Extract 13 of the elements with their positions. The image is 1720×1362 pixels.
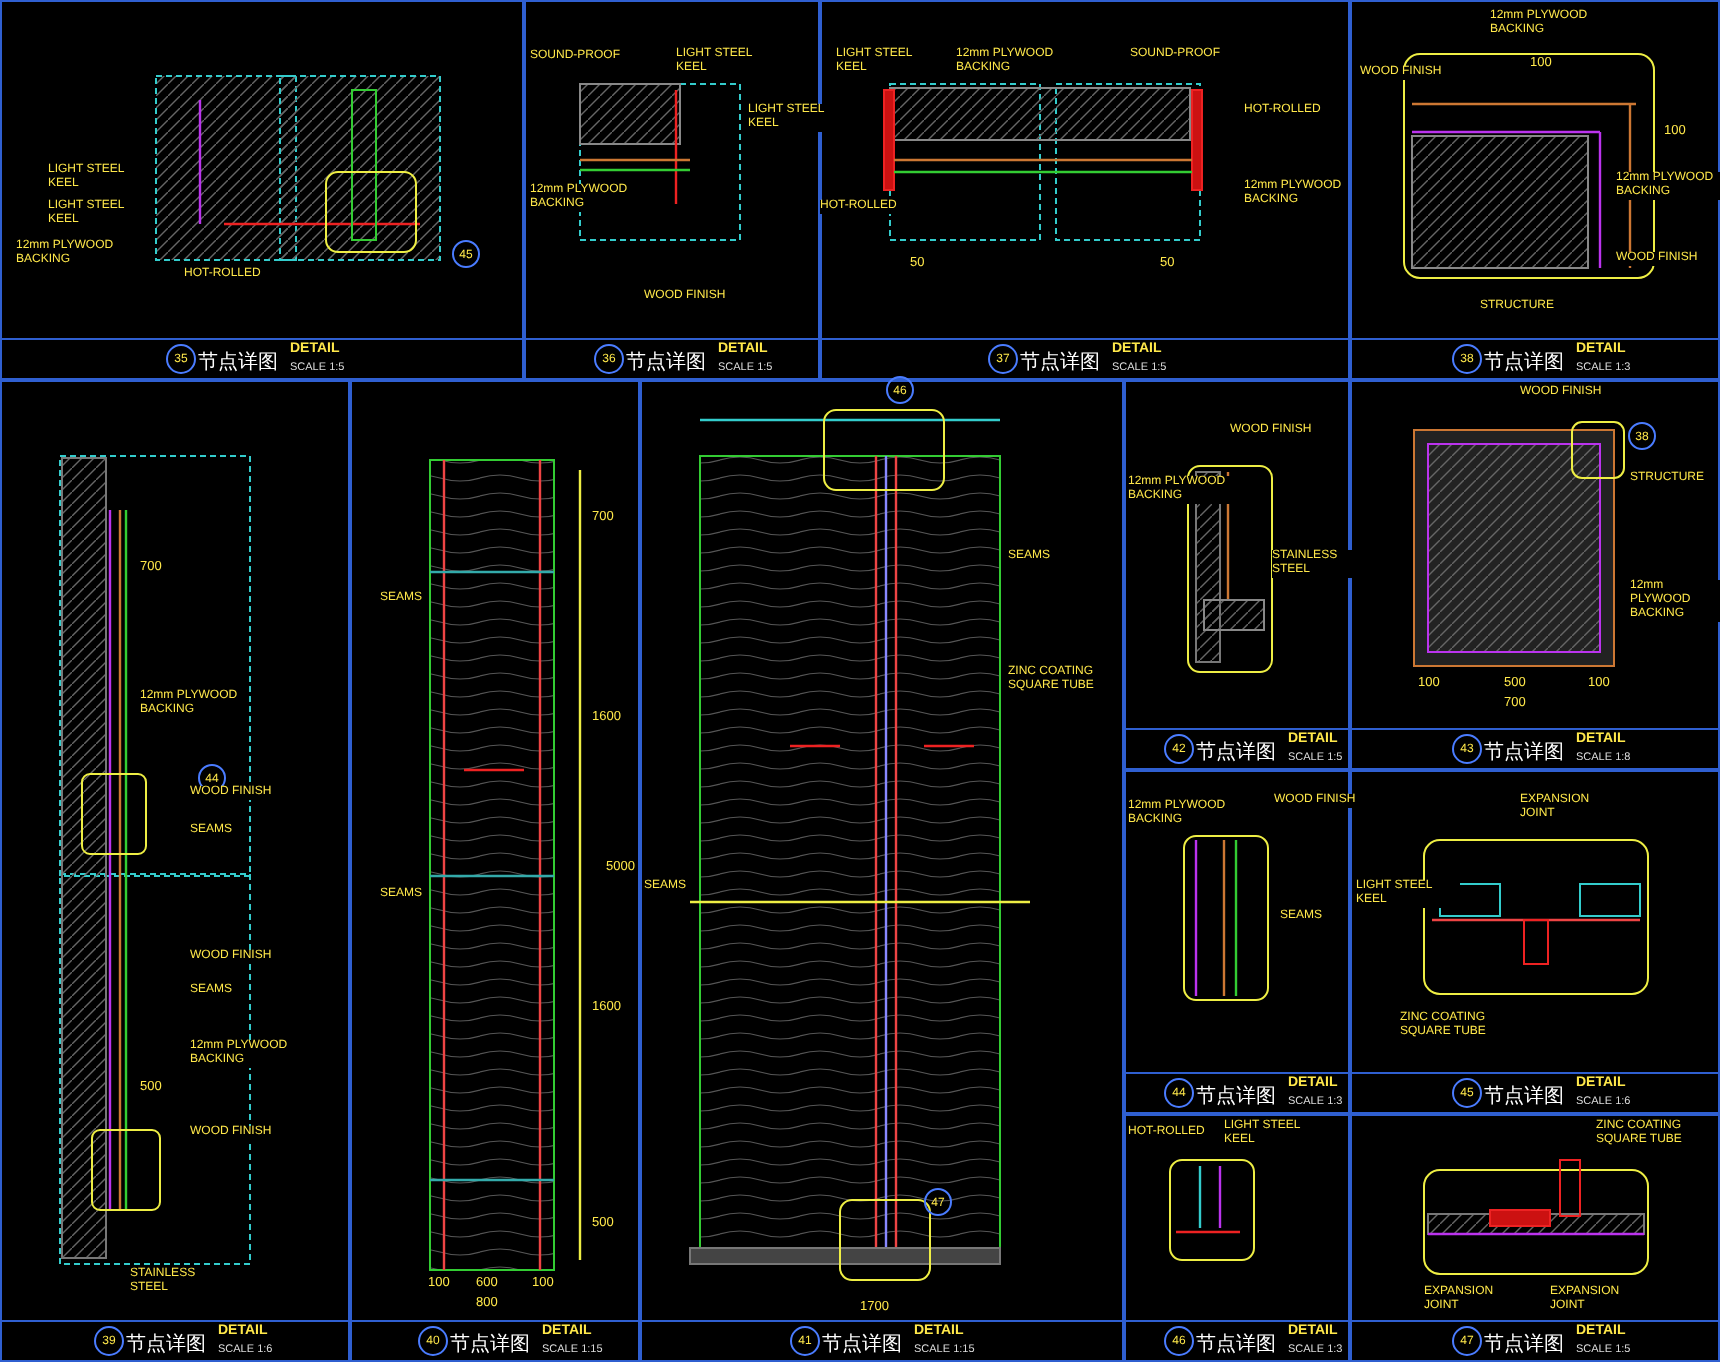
detail-title-chinese: 节点详图 [1484, 349, 1564, 376]
detail-title-chinese: 节点详图 [626, 349, 706, 376]
detail-title-chinese: 节点详图 [1020, 349, 1100, 376]
detail-title-chinese: 节点详图 [450, 1331, 530, 1358]
detail-title-chinese: 节点详图 [1484, 1083, 1564, 1110]
detail-title-chinese: 节点详图 [198, 349, 278, 376]
detail-title-chinese: 节点详图 [1196, 1083, 1276, 1110]
detail-title-chinese: 节点详图 [1484, 1331, 1564, 1358]
detail-title-chinese: 节点详图 [1196, 1331, 1276, 1358]
detail-title-chinese: 节点详图 [1484, 739, 1564, 766]
detail-title-chinese: 节点详图 [126, 1331, 206, 1358]
detail-title-chinese: 节点详图 [822, 1331, 902, 1358]
detail-title-chinese: 节点详图 [1196, 739, 1276, 766]
